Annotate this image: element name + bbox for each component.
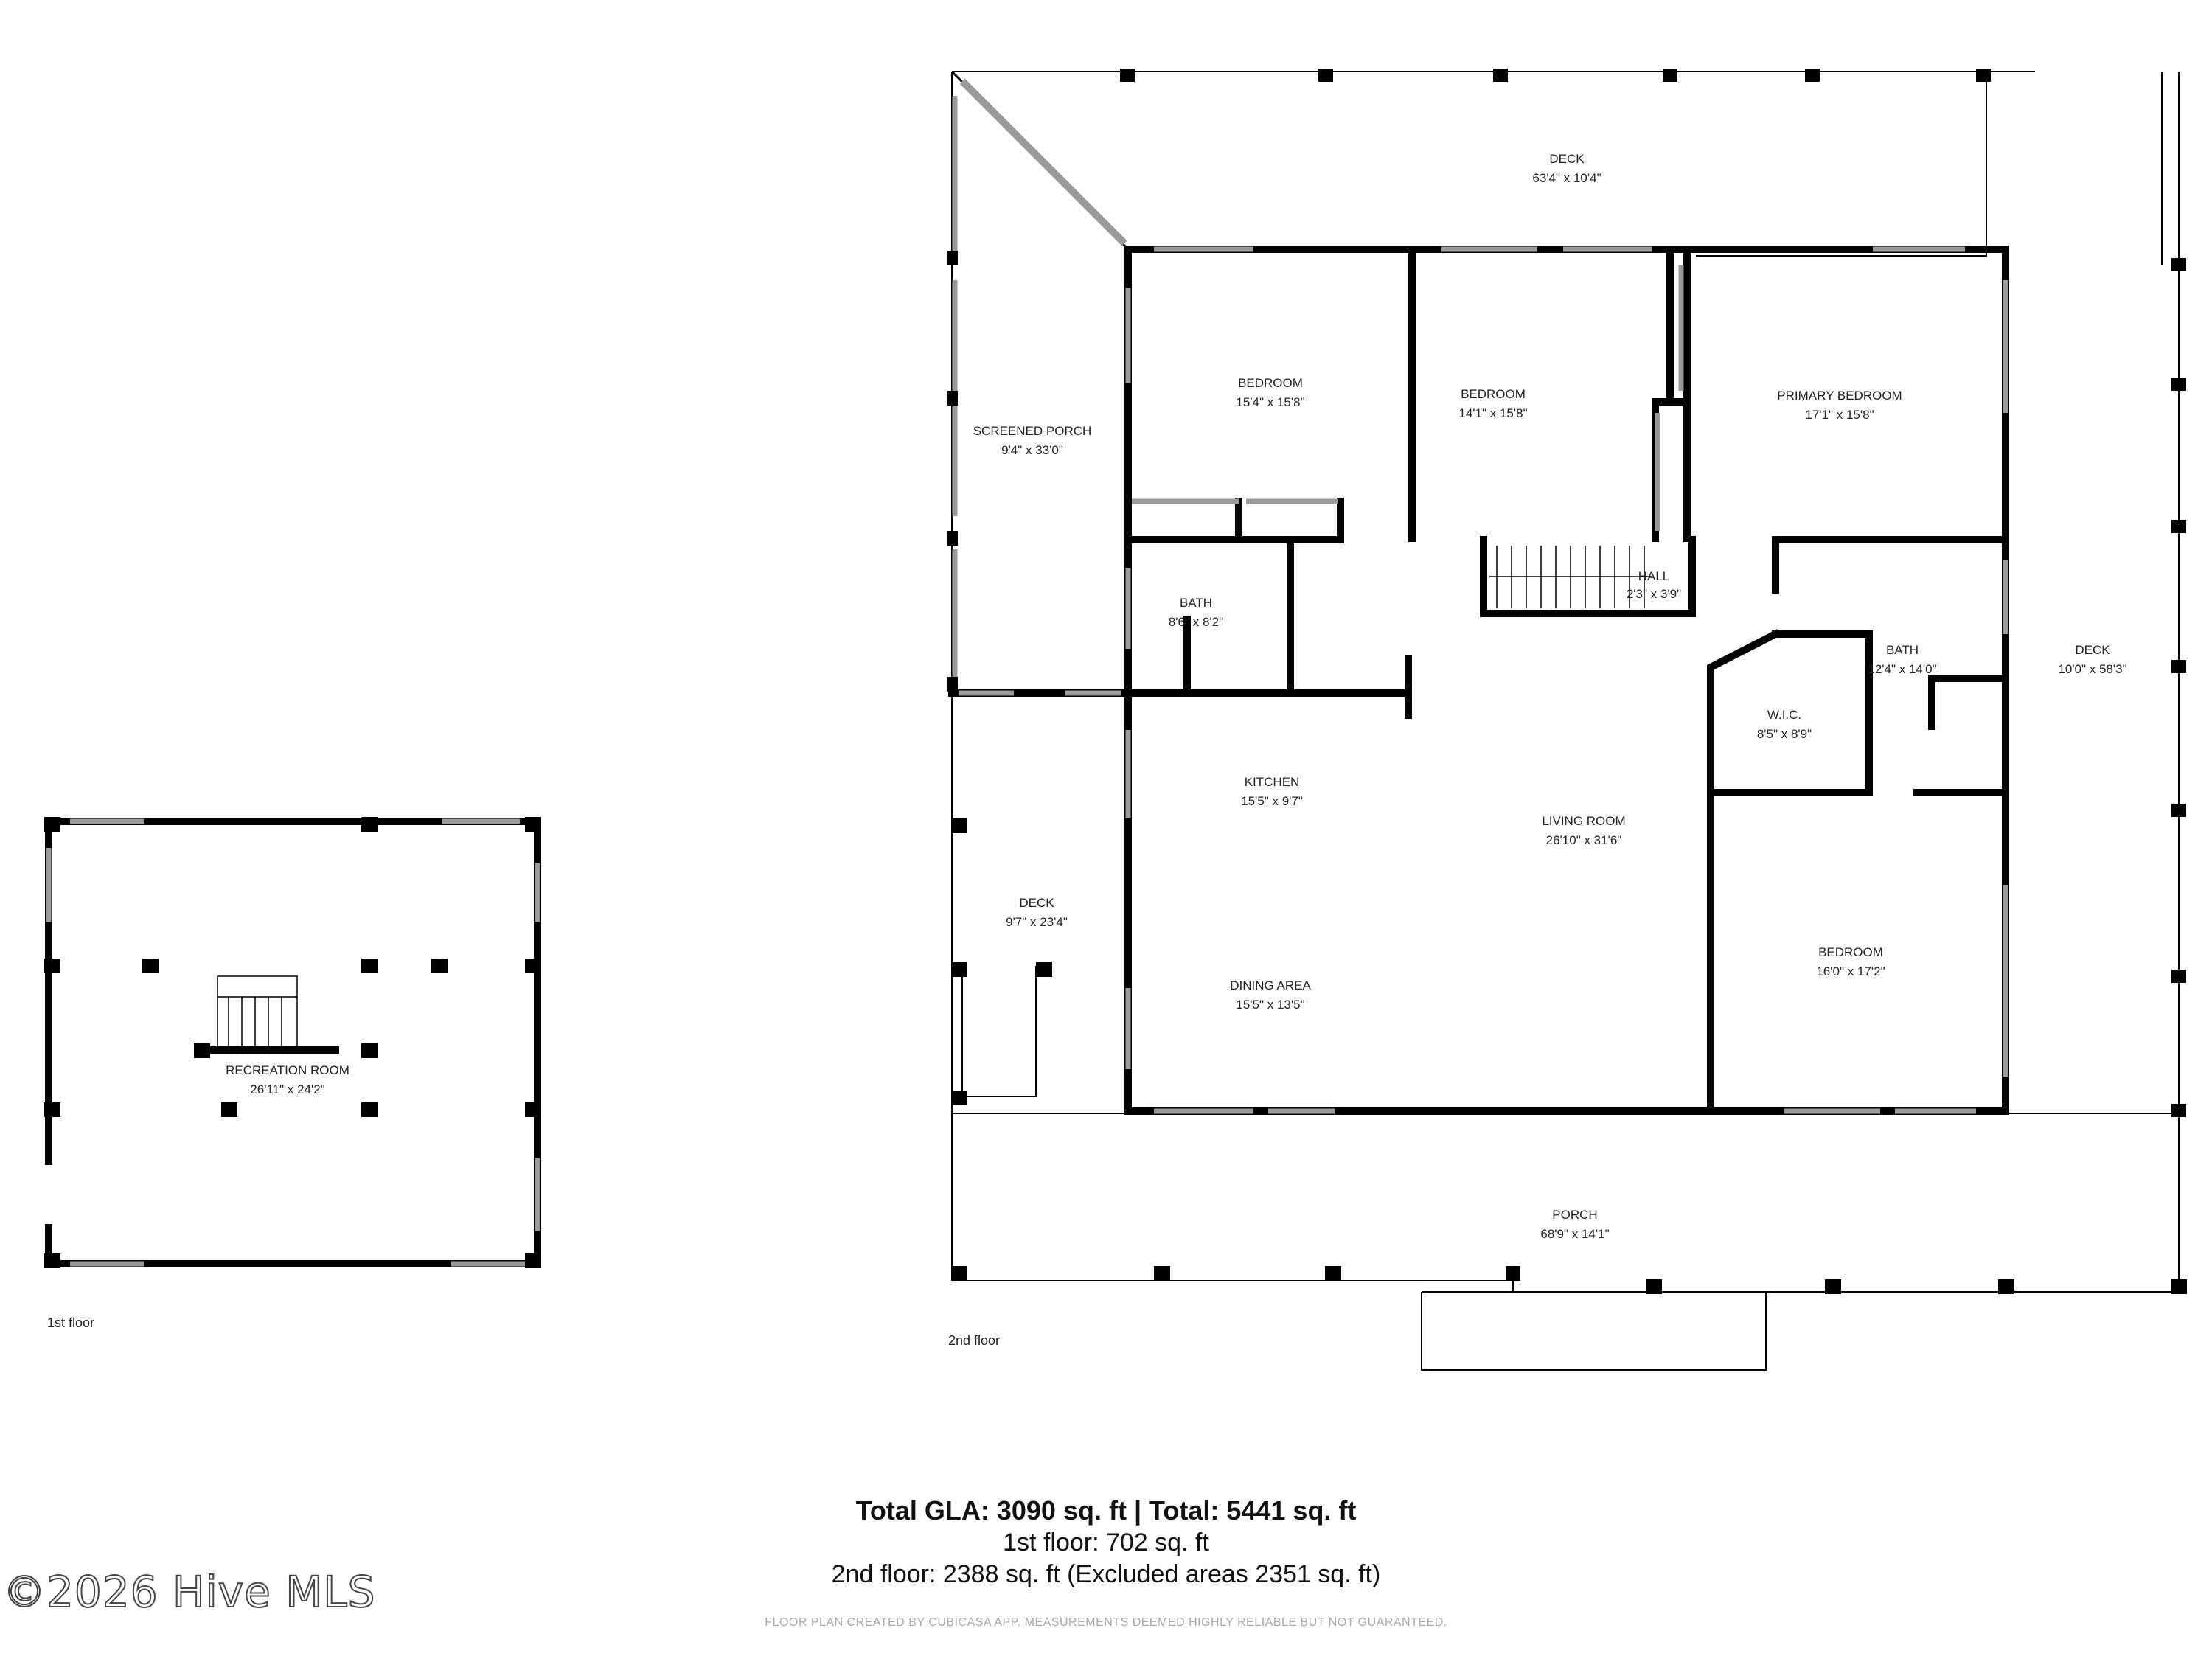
- room-dims-living-room: 26'10" x 31'6": [1546, 833, 1622, 847]
- room-name-porch: PORCH: [1552, 1208, 1597, 1222]
- room-name-deck-left: DECK: [1019, 896, 1054, 910]
- room-name-bedroom-1: BEDROOM: [1238, 376, 1303, 390]
- room-dims-bath-1: 8'6" x 8'2": [1169, 615, 1223, 629]
- room-dims-bath-2: 12'4" x 14'0": [1868, 662, 1936, 676]
- room-name-bedroom-2: BEDROOM: [1461, 387, 1526, 401]
- first-floor-stairs: [217, 975, 298, 1047]
- room-name-kitchen: KITCHEN: [1245, 775, 1300, 789]
- room-name-living-room: LIVING ROOM: [1542, 814, 1625, 828]
- room-dims-deck-left: 9'7" x 23'4": [1006, 915, 1068, 929]
- first-floor-caption: 1st floor: [47, 1315, 95, 1330]
- room-dims-dining-area: 15'5" x 13'5": [1236, 998, 1304, 1012]
- room-dims-bedroom-2: 14'1" x 15'8": [1458, 406, 1527, 420]
- room-name-recreation-room: RECREATION ROOM: [226, 1063, 349, 1077]
- room-name-primary-bedroom: PRIMARY BEDROOM: [1777, 389, 1902, 403]
- first-floor-plan: [44, 817, 541, 1268]
- room-dims-hall: 2'3" x 3'9": [1627, 587, 1681, 601]
- stair-treads: [1489, 546, 1652, 608]
- room-name-deck-right: DECK: [2075, 643, 2110, 657]
- room-name-wic: W.I.C.: [1767, 708, 1801, 722]
- room-dims-screened-porch: 9'4" x 33'0": [1001, 443, 1063, 457]
- room-name-dining-area: DINING AREA: [1230, 978, 1311, 992]
- room-name-screened-porch: SCREENED PORCH: [973, 424, 1092, 438]
- mls-watermark: ©2026 Hive MLS: [2, 1566, 376, 1618]
- windows: [952, 96, 2008, 1114]
- second-floor-caption: 2nd floor: [948, 1333, 1001, 1348]
- room-dims-bedroom-1: 15'4" x 15'8": [1236, 395, 1304, 409]
- disclaimer: FLOOR PLAN CREATED BY CUBICASA APP. MEAS…: [765, 1616, 1447, 1629]
- posts: [947, 69, 2187, 1294]
- room-name-hall: HALL: [1638, 569, 1670, 583]
- room-labels: DECK 63'4" x 10'4" SCREENED PORCH 9'4" x…: [226, 152, 2127, 1241]
- screened-porch-diagonal: [950, 70, 1130, 251]
- total-area-summary: Total GLA: 3090 sq. ft | Total: 5441 sq.…: [855, 1495, 1357, 1526]
- room-name-bedroom-3: BEDROOM: [1818, 945, 1883, 959]
- room-dims-wic: 8'5" x 8'9": [1757, 727, 1812, 741]
- room-dims-kitchen: 15'5" x 9'7": [1241, 794, 1303, 808]
- room-dims-deck-top: 63'4" x 10'4": [1532, 171, 1601, 185]
- room-dims-primary-bedroom: 17'1" x 15'8": [1805, 408, 1874, 422]
- room-name-bath-2: BATH: [1886, 643, 1919, 657]
- second-floor-area: 2nd floor: 2388 sq. ft (Excluded areas 2…: [831, 1560, 1381, 1588]
- room-dims-bedroom-3: 16'0" x 17'2": [1816, 964, 1885, 978]
- room-dims-recreation-room: 26'11" x 24'2": [250, 1082, 324, 1096]
- room-name-deck-top: DECK: [1549, 152, 1585, 166]
- room-name-bath-1: BATH: [1180, 596, 1212, 610]
- interior-walls: [948, 246, 2009, 1115]
- room-dims-porch: 68'9" x 14'1": [1540, 1227, 1609, 1241]
- room-dims-deck-right: 10'0" x 58'3": [2058, 662, 2126, 676]
- thin-outlines: [951, 71, 2180, 1371]
- first-floor-area: 1st floor: 702 sq. ft: [1003, 1528, 1209, 1557]
